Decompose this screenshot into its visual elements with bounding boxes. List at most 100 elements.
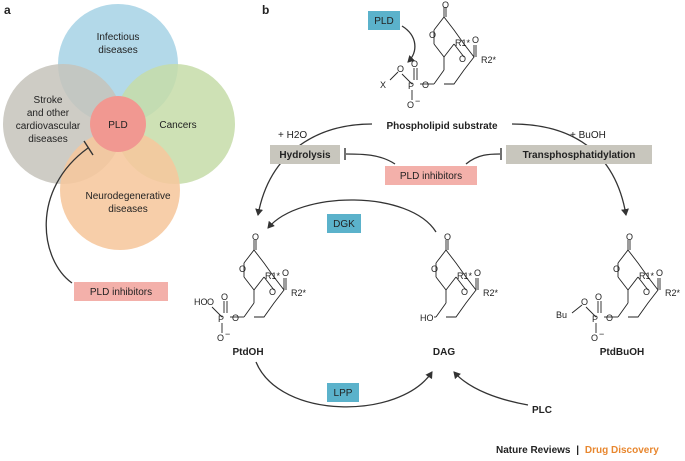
label-infectious-1: Infectious [97,32,140,43]
arc-to-ptdoh [255,123,373,216]
lpp-box [327,383,359,402]
dag-r1: R1* [457,271,473,281]
pld-action-arrow [401,25,416,63]
hydrolysis-label: Hydrolysis [279,150,331,161]
lpp-label: LPP [334,388,353,399]
hydrolysis-reagent: + H2O [278,130,307,141]
svg-text:O: O [221,292,228,302]
hydrolysis-box [270,145,340,164]
svg-text:O: O [442,0,449,10]
svg-text:−: − [415,96,420,106]
substrate-r2: R2* [481,55,497,65]
dgk-box [327,214,361,233]
svg-text:O: O [252,232,259,242]
ptdoh-r2: R2* [291,288,307,298]
label-stroke-2: and other [27,108,70,119]
dag-ho: HO [420,313,434,323]
svg-text:O: O [397,64,404,74]
inhibition-line-transphos [465,153,501,165]
inhibitor-label-a: PLD inhibitors [90,287,152,298]
ptdbuoh-bu: Bu [556,310,567,320]
dag-r2: R2* [483,288,499,298]
circle-pld-center [90,96,146,152]
pld-enzyme-label: PLD [374,16,393,27]
svg-text:−: − [225,329,230,339]
svg-text:O: O [606,313,613,323]
svg-text:O: O [217,333,224,343]
panel-b-letter: b [262,3,269,17]
svg-text:O: O [626,232,633,242]
svg-text:O: O [207,297,214,307]
label-neuro-2: diseases [108,204,147,215]
ptdoh-label: PtdOH [232,347,263,358]
ptdbuoh-structure: O O O O P O O O O − [571,232,663,343]
transphos-box [506,145,652,164]
substrate-label: Phospholipid substrate [386,121,498,132]
label-stroke-4: diseases [28,134,67,145]
svg-text:O: O [474,268,481,278]
circle-neuro [60,130,180,250]
substrate-r1: R1* [455,38,471,48]
substrate-x: X [380,80,386,90]
footer: Nature Reviews | Drug Discovery [496,445,659,456]
svg-text:O: O [472,35,479,45]
ptdoh-r1: R1* [265,271,281,281]
label-infectious-2: diseases [98,45,137,56]
svg-text:O: O [591,333,598,343]
inhibition-curve-a [45,147,89,284]
svg-text:O: O [643,287,650,297]
footer-section: Drug Discovery [585,445,659,456]
svg-text:O: O [429,30,436,40]
dgk-arc [267,199,437,233]
plc-arc [453,371,529,406]
svg-text:O: O [232,313,239,323]
svg-text:O: O [595,292,602,302]
footer-separator: | [576,445,579,456]
inhibition-line-hydrolysis [345,153,396,165]
inhibitor-box-a [74,282,168,301]
ptdoh-structure: O O O O P O O O O − [207,232,289,343]
label-neuro-1: Neurodegenerative [85,191,170,202]
svg-text:O: O [411,59,418,69]
panel-a-letter: a [4,3,11,17]
dag-structure: O O O O [431,232,481,318]
label-stroke-3: cardiovascular [16,121,81,132]
inhibitor-label-b: PLD inhibitors [400,171,462,182]
inhibitor-box-b [385,166,477,185]
svg-text:O: O [422,80,429,90]
label-cancers: Cancers [159,120,196,131]
svg-text:O: O [581,297,588,307]
svg-text:O: O [239,264,246,274]
svg-text:P: P [592,314,598,324]
dgk-label: DGK [333,219,355,230]
transphos-label: Transphosphatidylation [523,150,636,161]
svg-text:O: O [459,54,466,64]
svg-text:O: O [282,268,289,278]
label-stroke-1: Stroke [34,95,63,106]
footer-journal: Nature Reviews [496,445,571,456]
label-pld-center: PLD [108,120,127,131]
transphos-reagent: + BuOH [570,130,606,141]
plc-label: PLC [532,405,552,416]
substrate-structure: O O O O P O O O O − [389,0,479,110]
svg-text:−: − [599,329,604,339]
svg-text:P: P [218,314,224,324]
svg-text:O: O [656,268,663,278]
arc-to-ptdbuoh [511,123,629,216]
lpp-arc [255,361,433,408]
svg-text:O: O [444,232,451,242]
ptdbuoh-label: PtdBuOH [600,347,644,358]
pld-enzyme-box [368,11,400,30]
ptdbuoh-r1: R1* [639,271,655,281]
svg-text:O: O [407,100,414,110]
svg-text:P: P [408,81,414,91]
inhibition-bar-a [83,140,94,156]
svg-text:O: O [613,264,620,274]
svg-text:O: O [269,287,276,297]
dag-label: DAG [433,347,455,358]
svg-text:O: O [461,287,468,297]
svg-text:O: O [431,264,438,274]
ptdbuoh-r2: R2* [665,288,681,298]
ptdoh-ho: HO [194,297,208,307]
